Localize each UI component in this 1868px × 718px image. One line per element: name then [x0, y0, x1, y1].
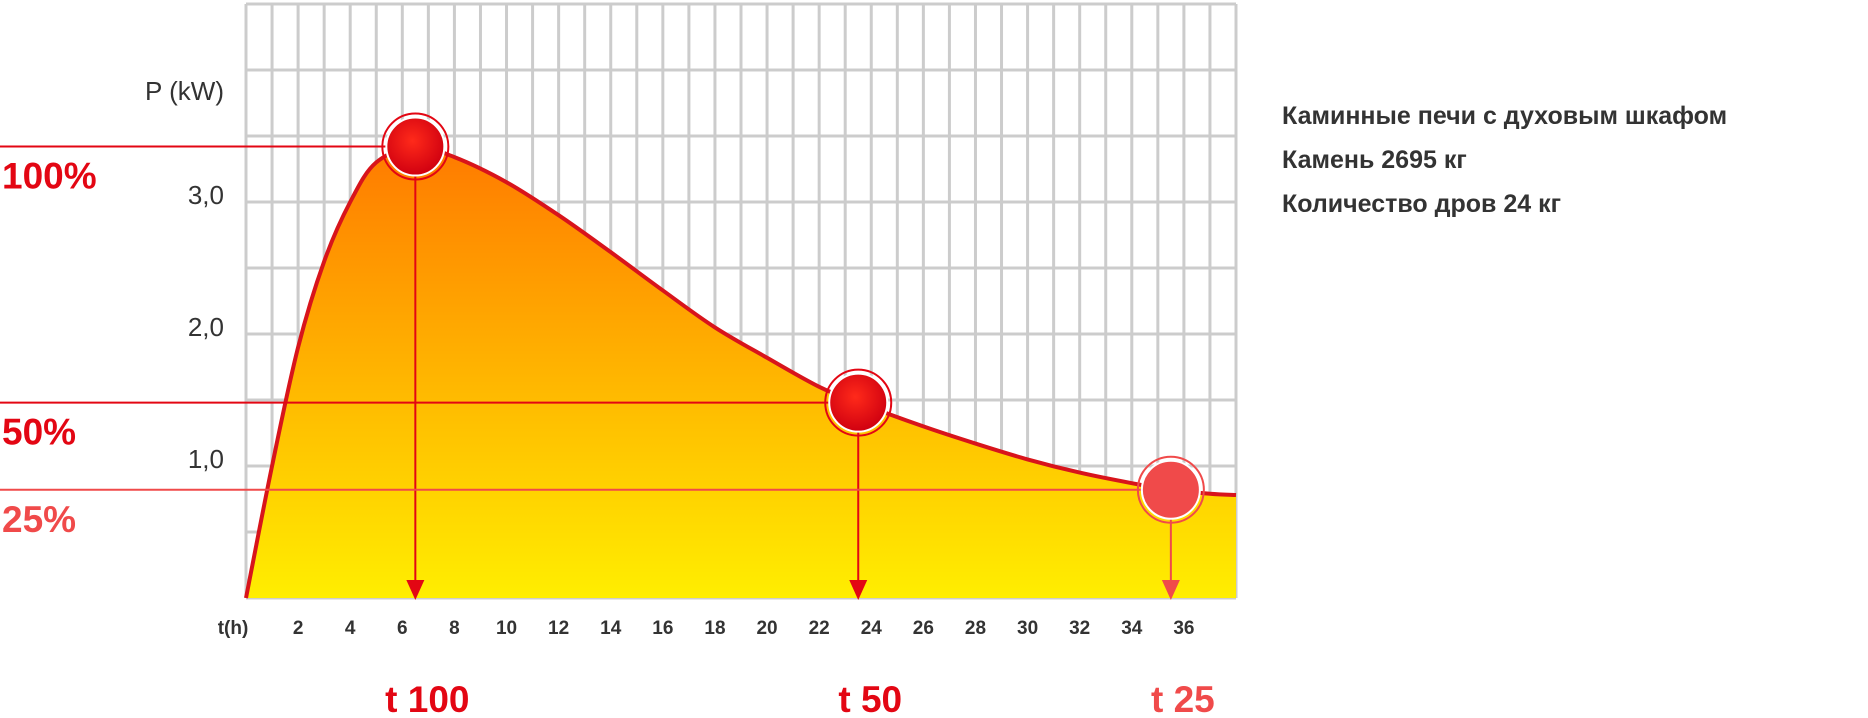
x-tick-label: 22	[809, 618, 830, 639]
y-tick-label: 3,0	[188, 180, 224, 210]
percent-label: 100%	[2, 156, 97, 197]
x-tick-label: 14	[600, 618, 622, 639]
chart-series-line	[244, 144, 1237, 599]
marker-dot	[1140, 459, 1201, 520]
x-tick-label: 10	[496, 618, 517, 639]
markers-layer	[381, 112, 1205, 524]
x-tick-label: 32	[1069, 618, 1090, 639]
chart-area-layer	[244, 144, 1237, 599]
y-tick-label: 2,0	[188, 312, 224, 342]
x-tick-label: 26	[913, 618, 934, 639]
time-label: t 50	[838, 679, 902, 718]
x-tick-label: 12	[548, 618, 569, 639]
time-label: t 100	[385, 679, 469, 718]
x-tick-label: 2	[293, 618, 304, 639]
marker-dot	[828, 372, 889, 433]
arrow-head	[849, 580, 868, 600]
y-tick-label: 1,0	[188, 444, 224, 474]
x-tick-label: 28	[965, 618, 986, 639]
x-tick-label: 24	[861, 618, 883, 639]
x-axis-label: t(h)	[218, 618, 249, 639]
info-wood-amount: Количество дров 24 кг	[1282, 190, 1562, 218]
x-tick-label: 6	[397, 618, 408, 639]
x-tick-label: 34	[1121, 618, 1143, 639]
arrow-head	[406, 580, 425, 600]
info-title: Каминные печи с духовым шкафом	[1282, 102, 1728, 130]
x-tick-label: 20	[756, 618, 777, 639]
percent-label: 25%	[2, 499, 76, 540]
marker-dot	[385, 116, 446, 177]
marker-ring	[824, 368, 893, 437]
info-panel: Каминные печи с духовым шкафом Камень 26…	[1282, 94, 1727, 226]
marker-ring	[381, 112, 450, 181]
x-tick-label: 36	[1173, 618, 1194, 639]
percent-label: 50%	[2, 412, 76, 453]
info-stone-weight: Камень 2695 кг	[1282, 146, 1467, 174]
x-tick-label: 16	[652, 618, 673, 639]
y-axis-label: P (kW)	[145, 76, 224, 106]
arrow-head	[1161, 580, 1180, 600]
time-label: t 25	[1151, 679, 1215, 718]
x-tick-label: 8	[449, 618, 460, 639]
chart-area-fill	[246, 146, 1236, 598]
marker-ring	[1136, 455, 1205, 524]
x-tick-label: 4	[345, 618, 356, 639]
guide-lines-layer	[0, 145, 1180, 600]
x-tick-label: 30	[1017, 618, 1038, 639]
x-tick-label: 18	[704, 618, 725, 639]
